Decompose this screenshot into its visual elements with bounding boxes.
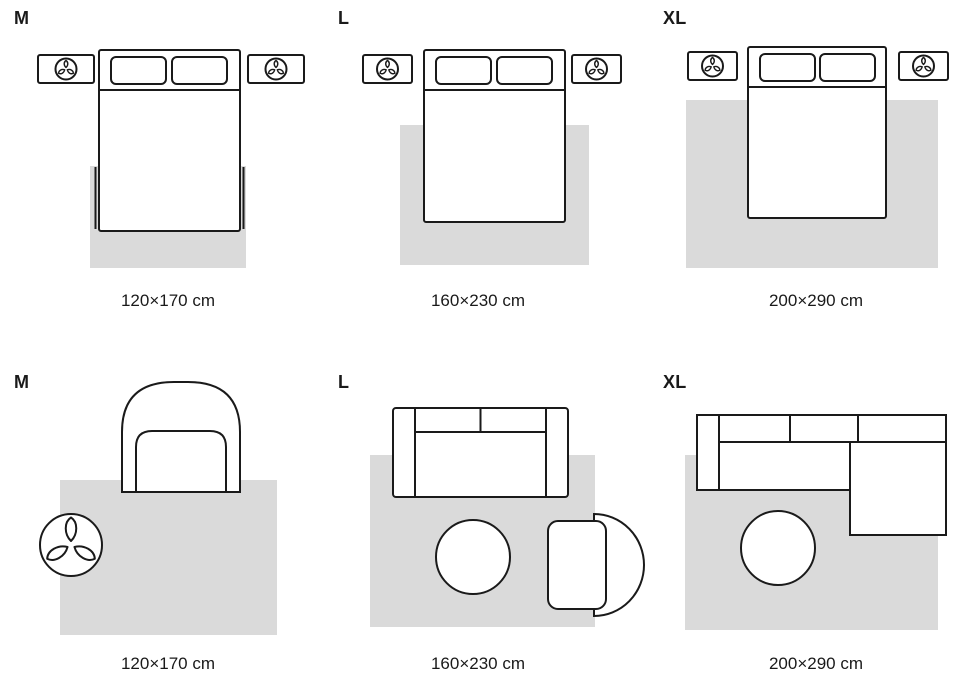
plant bbox=[39, 513, 103, 577]
dimensions-bedroom-xl: 200×290 cm bbox=[768, 291, 864, 310]
nightstand-right bbox=[571, 54, 622, 84]
sectional-sofa bbox=[696, 414, 947, 536]
nightstand-right bbox=[247, 54, 305, 84]
panel-living-xl bbox=[685, 414, 947, 630]
size-label-bedroom-l: L bbox=[338, 8, 350, 28]
dimensions-bedroom-l: 160×230 cm bbox=[430, 291, 526, 310]
nightstand-left bbox=[37, 54, 95, 84]
panel-bedroom-xl bbox=[686, 46, 949, 268]
nightstand-left bbox=[687, 51, 738, 81]
panel-bedroom-m bbox=[37, 49, 305, 268]
dimensions-living-m: 120×170 cm bbox=[120, 654, 216, 673]
size-label-living-l: L bbox=[338, 372, 350, 392]
bed bbox=[747, 46, 887, 219]
coffee-table bbox=[435, 519, 511, 595]
size-label-bedroom-m: M bbox=[14, 8, 30, 28]
dimensions-bedroom-m: 120×170 cm bbox=[120, 291, 216, 310]
armchair bbox=[547, 512, 645, 618]
bed bbox=[94, 49, 245, 232]
dimensions-living-l: 160×230 cm bbox=[430, 654, 526, 673]
bed bbox=[423, 49, 566, 223]
nightstand-right bbox=[898, 51, 949, 81]
dimensions-living-xl: 200×290 cm bbox=[768, 654, 864, 673]
size-label-living-m: M bbox=[14, 372, 30, 392]
nightstand-left bbox=[362, 54, 413, 84]
size-label-living-xl: XL bbox=[663, 372, 687, 392]
panel-bedroom-l bbox=[362, 49, 622, 265]
coffee-table bbox=[740, 510, 816, 586]
panel-living-m bbox=[39, 381, 277, 635]
sofa bbox=[392, 407, 569, 498]
size-label-bedroom-xl: XL bbox=[663, 8, 687, 28]
panel-living-l bbox=[370, 407, 645, 627]
armchair bbox=[121, 381, 241, 493]
